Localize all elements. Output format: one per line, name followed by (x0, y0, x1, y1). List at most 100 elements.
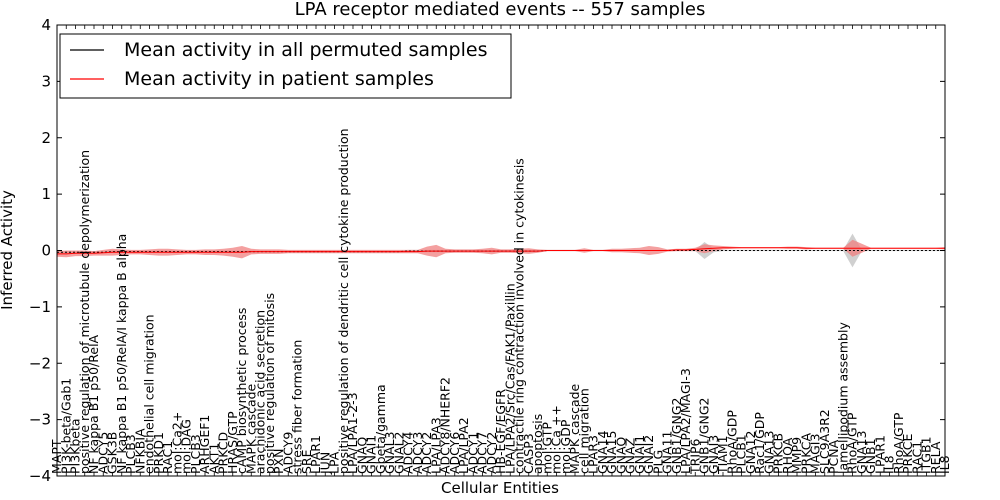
y-tick-label: 1 (41, 185, 51, 203)
legend-label-patient: Mean activity in patient samples (124, 68, 434, 90)
x-category-label: positive regulation of mitosis (262, 293, 277, 474)
x-category-label: apoptosis (530, 414, 545, 474)
y-tick-label: −3 (29, 411, 51, 429)
x-category-label: Gbeta/gamma (373, 384, 388, 474)
x-category-label: TIAM1 (715, 435, 730, 475)
x-category-label: RAC1 (909, 441, 924, 474)
x-category-label: ADCY4 (401, 432, 416, 474)
x-category-label: GNAL3 (382, 431, 397, 474)
x-category-label: GNAZ (623, 438, 638, 474)
x-category-label: RAC1 (160, 441, 175, 474)
x-category-label: LPA/LPA2/MAGI-3 (678, 368, 693, 474)
lines-layer (57, 247, 945, 255)
x-category-label: PRKCA (798, 433, 813, 474)
x-category-label: stress fiber formation (290, 340, 305, 474)
y-tick-label: −1 (29, 298, 51, 316)
x-category-label: ADCY7 (475, 432, 490, 474)
x-category-label: GNAO (613, 437, 628, 474)
x-category-label: ADCY6 (447, 432, 462, 474)
x-category-label: ARHGEF1 (197, 415, 212, 474)
x-category-label: LPA/LPA2 (456, 417, 471, 474)
x-category-label: PLCB3 (188, 434, 203, 474)
x-category-label: PRKD1 (151, 432, 166, 474)
x-category-label: ITGB1 (919, 436, 934, 474)
x-category-label: GNB1/GNG2 (697, 398, 712, 474)
x-category-label: LPA/LPA1-2-3 (345, 392, 360, 474)
y-tick-label: 4 (41, 16, 51, 34)
x-category-label: endothelial cell migration (142, 314, 157, 474)
y-tick-label: 2 (41, 129, 51, 147)
x-category-label: GNA13 (761, 431, 776, 475)
x-category-label: PLG (650, 450, 665, 474)
x-category-label: RhoA/GTP (845, 412, 860, 474)
x-category-label: ADCY3 (410, 432, 425, 474)
x-axis-label: Cellular Entities (441, 479, 559, 497)
x-category-label: LPA (327, 451, 342, 474)
bands-layer (57, 233, 945, 268)
y-axis-label: Inferred Activity (0, 190, 16, 310)
x-category-label: contractile ring contraction involved in… (512, 158, 527, 474)
x-category-label: NF kappa B1 p50/RelA/I kappa B alpha (114, 234, 129, 474)
x-category-label: mol:GDP (558, 419, 573, 474)
x-category-label: lamellipodium assembly (835, 322, 850, 474)
y-tick-label: 3 (41, 72, 51, 90)
x-category-label: IL8 (937, 455, 952, 474)
legend-box (59, 33, 512, 99)
x-category-label: GSK3B (105, 432, 120, 474)
x-category-label: ADCY5 (95, 432, 110, 474)
x-category-label: GNB1 (863, 438, 878, 474)
x-category-label: HRAS/GTP (225, 411, 240, 474)
x-category-label: PCNA (826, 439, 841, 474)
x-category-label: MMP9 (789, 437, 804, 474)
y-tick-label: −2 (29, 354, 51, 372)
x-category-label: AKT1 (206, 443, 221, 474)
x-category-label: GNAI2 (641, 435, 656, 474)
x-category-label: arachidonic acid secretion (253, 310, 268, 474)
x-category-label: RELA (928, 441, 943, 474)
x-category-label: cAMP biosynthetic process (234, 308, 249, 474)
x-category-label: ADCY2 (419, 432, 434, 474)
x-category-label: LPAR1 (872, 435, 887, 474)
x-category-label: MAGI3 (808, 434, 823, 474)
x-category-label: mol:GTP (539, 422, 554, 474)
patient-band (57, 239, 945, 259)
x-category-label: ADCY8/NHERF2 (438, 377, 453, 474)
x-category-label: mol:DAG (179, 419, 194, 474)
x-category-label: SLC9A3R2 (817, 409, 832, 474)
x-category-label: RhoA/GTP (891, 412, 906, 474)
x-category-label: positive regulation of microtubule depol… (77, 150, 92, 474)
x-category-label: GNA13 (854, 431, 869, 475)
x-category-label: GNAI1 (632, 435, 647, 474)
x-category-label: LPAR3 (586, 435, 601, 474)
legend-label-permuted: Mean activity in all permuted samples (124, 39, 487, 61)
x-category-label: PRKCB (771, 433, 786, 474)
x-category-label: Rac1/GDP (752, 412, 767, 474)
x-category-label: GNAQ (354, 437, 369, 474)
x-category-label: PI3Kbeta (68, 418, 83, 474)
x-category-label: JUN (317, 452, 332, 475)
x-category-label: PI3K-beta/Gab1 (58, 378, 73, 474)
x-category-label: PXN (271, 449, 286, 474)
x-category-label: LPA/LPA3 (428, 417, 443, 474)
chart-title: LPA receptor mediated events -- 557 samp… (295, 0, 706, 20)
x-category-label: GNAI3 (706, 435, 721, 474)
x-category-label: ADCY1 (465, 432, 480, 474)
x-category-label: PRKCD (216, 432, 231, 474)
x-category-label: NFKBIA (132, 428, 147, 474)
x-category-label: MAPK cascade (567, 383, 582, 474)
x-category-label: cell migration (576, 388, 591, 474)
x-category-label: ADCY9 (280, 432, 295, 474)
x-category-label: MAPK cascade (243, 383, 258, 474)
x-category-label: GNB1/GNG2 (669, 398, 684, 474)
x-category-label: PLCB1 (734, 434, 749, 474)
x-category-label: PRKCE (900, 434, 915, 474)
x-category-label: GNA15 (604, 431, 619, 475)
x-category-label: mol:Ca2+ (169, 412, 184, 474)
y-tick-label: −4 (29, 467, 51, 485)
x-category-label: RhoA/GDP (724, 410, 739, 474)
x-category-label: GNA14 (595, 430, 610, 474)
x-category-label: TRIP6 (687, 438, 702, 475)
